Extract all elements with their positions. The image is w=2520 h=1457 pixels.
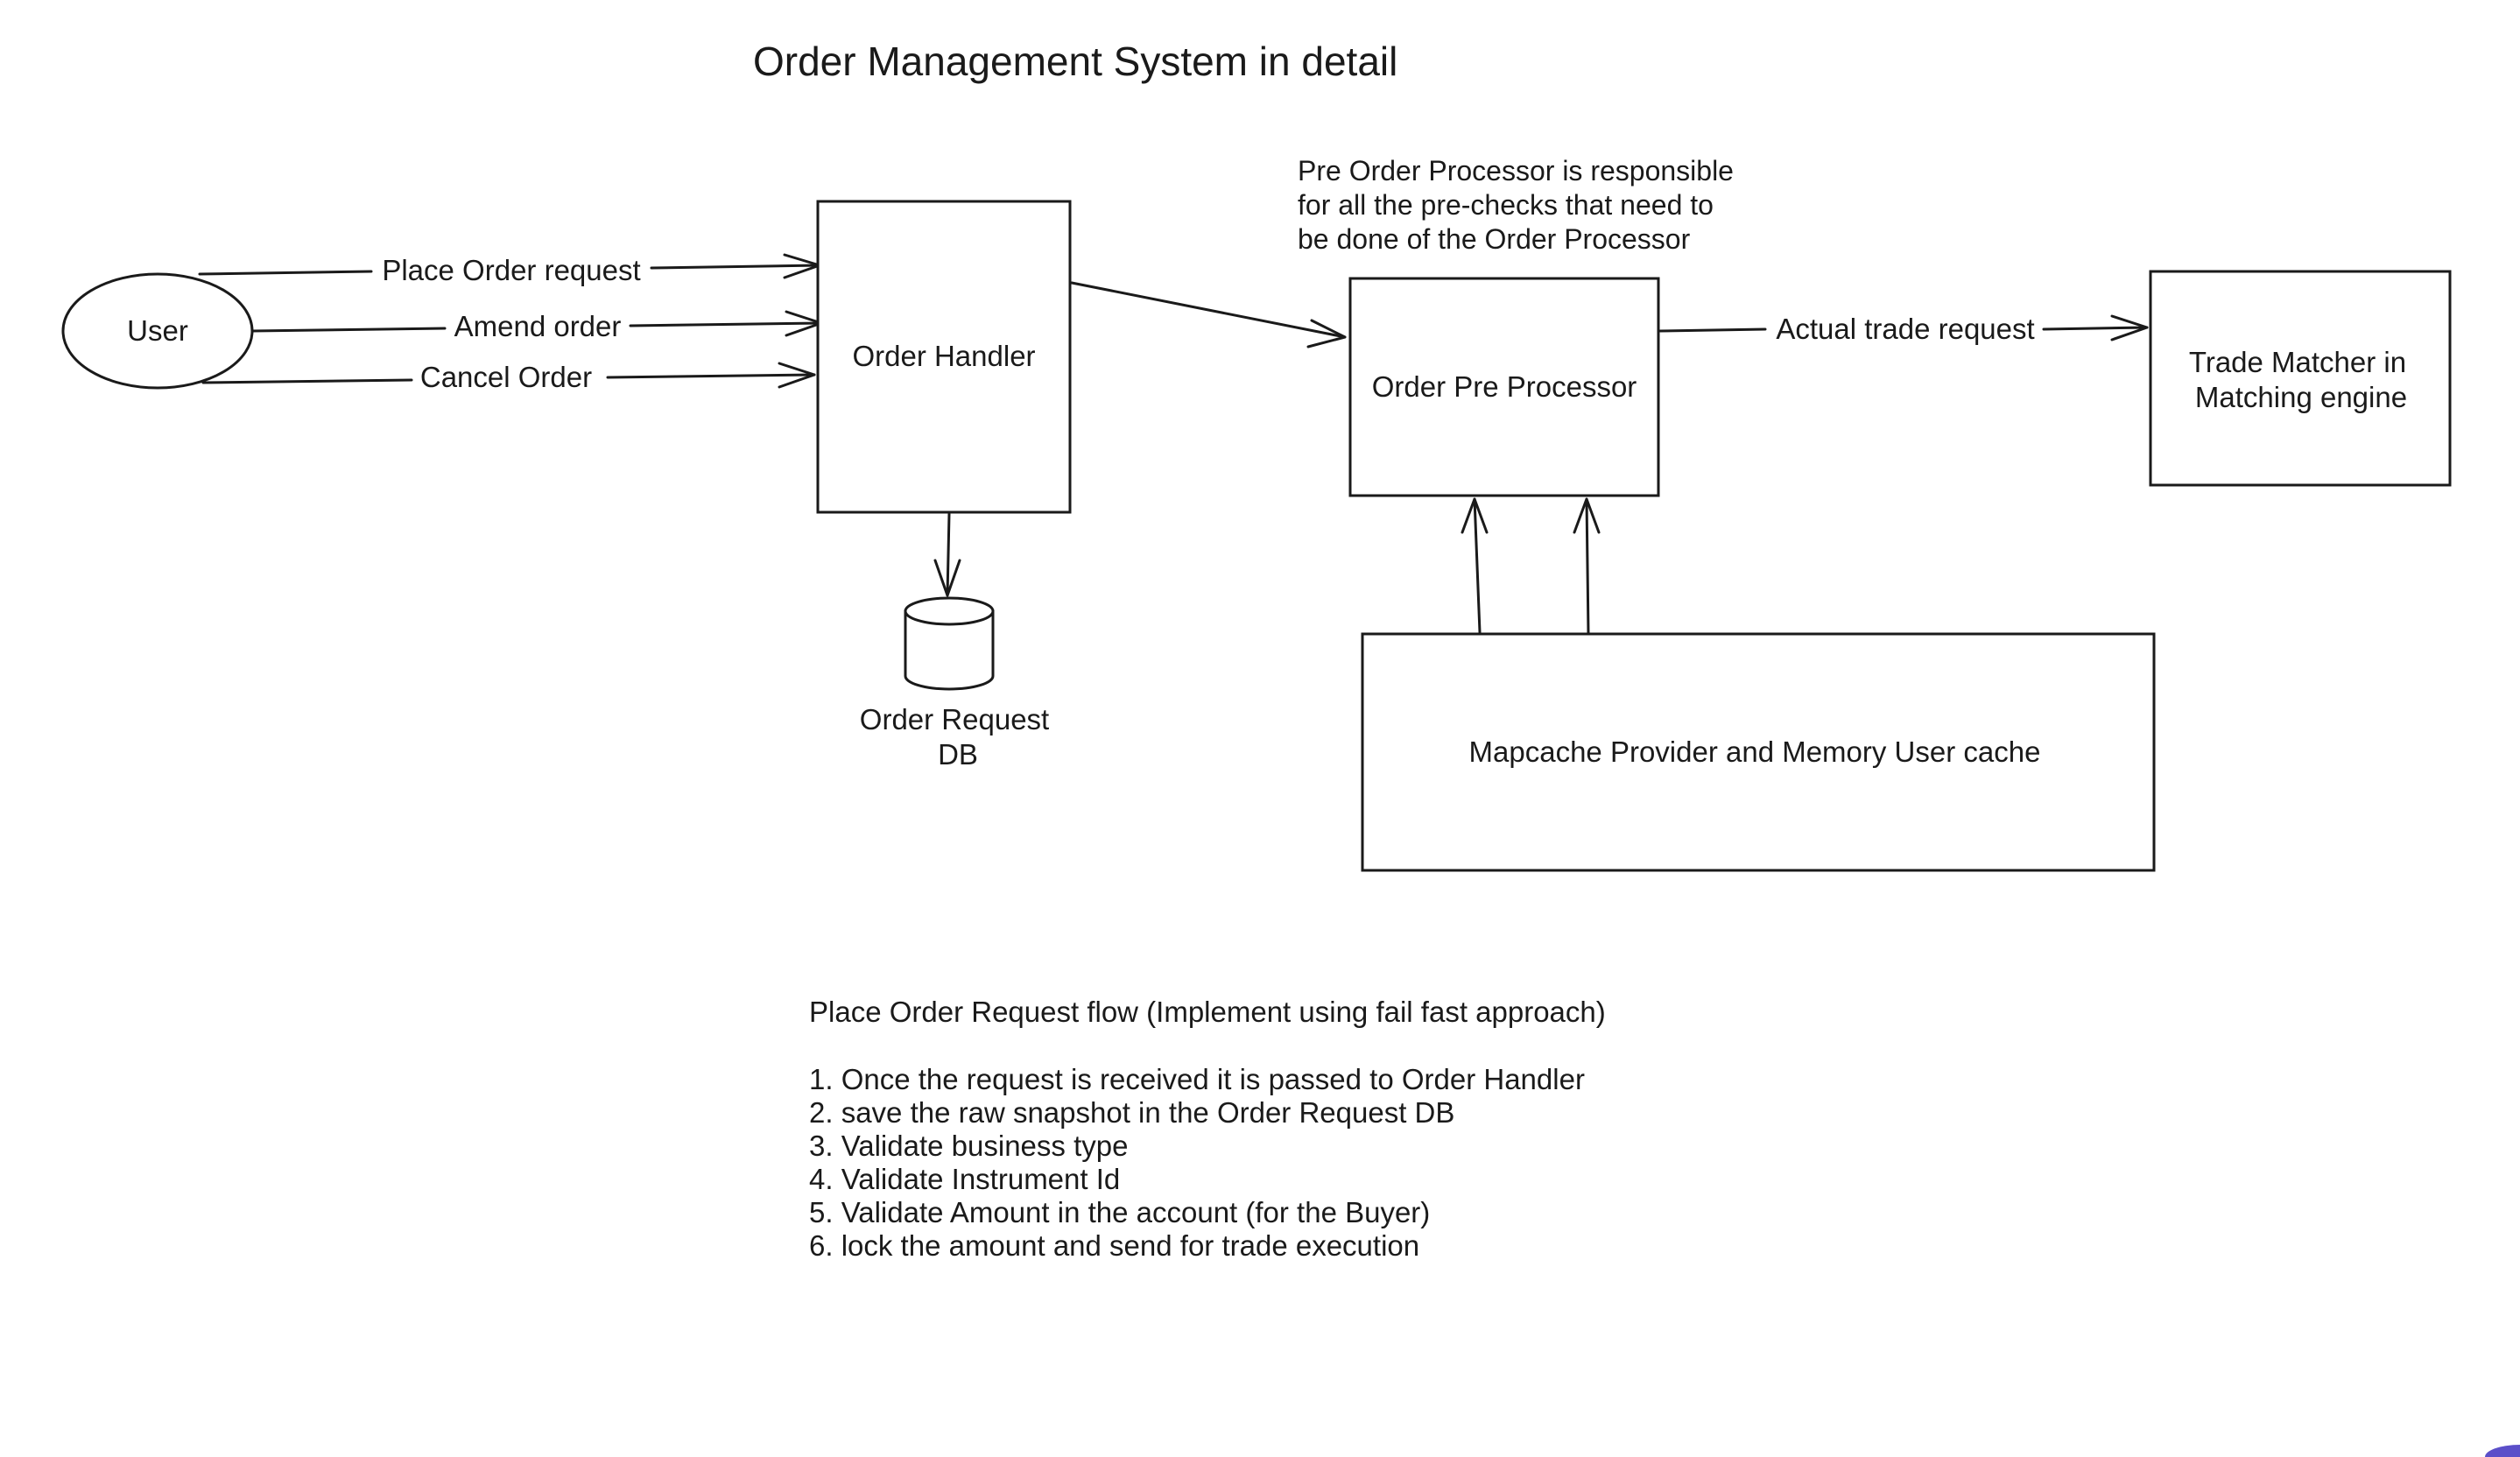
trade-matcher-box (2149, 270, 2452, 487)
edge-place-order[interactable]: Place Order request (198, 253, 821, 286)
edge-line (201, 378, 413, 384)
edge-line (1658, 327, 1767, 333)
pre-processor-annotation: Pre Order Processor is responsible for a… (1298, 155, 1734, 255)
order-handler-label: Order Handler (852, 340, 1035, 372)
edge-line (2042, 326, 2149, 331)
edge-label-place-order: Place Order request (382, 254, 640, 286)
user-label: User (127, 314, 188, 347)
order-handler-node[interactable]: Order Handler (816, 200, 1072, 514)
edge-actual-trade[interactable]: Actual trade request (1658, 313, 2149, 345)
arrowhead (2110, 314, 2149, 341)
edge-line (650, 264, 821, 270)
edge-mapcache-to-preprocessor-2 (1573, 497, 1601, 636)
arrowhead (778, 362, 816, 389)
order-request-db-node[interactable]: Order Request DB (860, 596, 1049, 771)
edge-handler-to-db (933, 512, 961, 597)
edge-cancel-order[interactable]: Cancel Order (201, 361, 816, 393)
trade-matcher-node[interactable]: Trade Matcher in Matching engine (2149, 270, 2452, 487)
annotation-line: be done of the Order Processor (1298, 223, 1691, 255)
flow-description: Place Order Request flow (Implement usin… (809, 996, 1606, 1262)
edge-line (606, 373, 816, 379)
db-body (904, 609, 995, 691)
arrowhead (1306, 319, 1347, 348)
edge-amend-order[interactable]: Amend order (250, 310, 823, 342)
order-pre-processor-label: Order Pre Processor (1372, 370, 1637, 403)
trade-matcher-label-line: Trade Matcher in (2189, 346, 2406, 378)
flow-step: 4. Validate Instrument Id (809, 1163, 1120, 1195)
db-top (904, 596, 995, 626)
edge-mapcache-to-preprocessor-1 (1461, 497, 1489, 634)
arrowhead (1461, 497, 1489, 534)
edge-line (1585, 497, 1590, 636)
edge-label-amend-order: Amend order (454, 310, 622, 342)
edge-line (946, 512, 951, 597)
order-handler-box (816, 200, 1072, 514)
flow-step: 6. lock the amount and send for trade ex… (809, 1229, 1419, 1262)
flow-step: 2. save the raw snapshot in the Order Re… (809, 1096, 1454, 1129)
edge-line (1473, 497, 1482, 634)
flow-step: 3. Validate business type (809, 1130, 1128, 1162)
annotation-line: for all the pre-checks that need to (1298, 189, 1714, 221)
edge-label-actual-trade: Actual trade request (1776, 313, 2034, 345)
order-pre-processor-node[interactable]: Order Pre Processor (1348, 277, 1660, 497)
diagram-title: Order Management System in detail (753, 39, 1397, 84)
edge-line (198, 270, 373, 276)
trade-matcher-label-line: Matching engine (2195, 381, 2407, 413)
arrowhead (1573, 497, 1601, 534)
flow-step: 5. Validate Amount in the account (for t… (809, 1196, 1430, 1228)
user-node[interactable]: User (61, 272, 254, 390)
flow-heading: Place Order Request flow (Implement usin… (809, 996, 1606, 1028)
annotation-line: Pre Order Processor is responsible (1298, 155, 1734, 187)
order-pre-processor-box (1348, 277, 1660, 497)
edge-line (250, 327, 447, 333)
edge-line (629, 321, 823, 327)
db-label-line: Order Request (860, 703, 1049, 736)
edge-handler-to-preprocessor (1070, 281, 1347, 348)
flow-step: 1. Once the request is received it is pa… (809, 1063, 1585, 1095)
corner-badge (2485, 1445, 2520, 1457)
db-label-line: DB (938, 738, 978, 771)
mapcache-label: Mapcache Provider and Memory User cache (1469, 736, 2041, 768)
mapcache-box (1361, 632, 2156, 872)
edge-line (1070, 281, 1347, 339)
edge-label-cancel-order: Cancel Order (420, 361, 592, 393)
arrowhead (933, 559, 961, 597)
mapcache-node[interactable]: Mapcache Provider and Memory User cache (1361, 632, 2156, 872)
